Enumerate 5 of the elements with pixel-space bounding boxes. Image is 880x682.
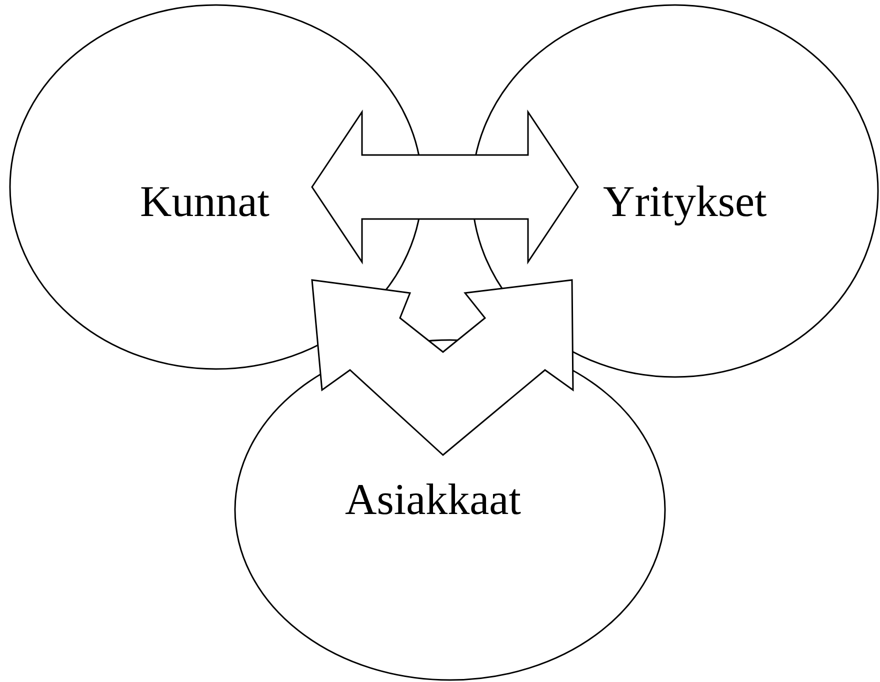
node-label: Yritykset: [603, 180, 767, 224]
node-label: Kunnat: [140, 180, 270, 224]
node-label: Asiakkaat: [345, 478, 521, 522]
block-arrow: [311, 279, 574, 456]
block-arrow: [311, 110, 579, 264]
